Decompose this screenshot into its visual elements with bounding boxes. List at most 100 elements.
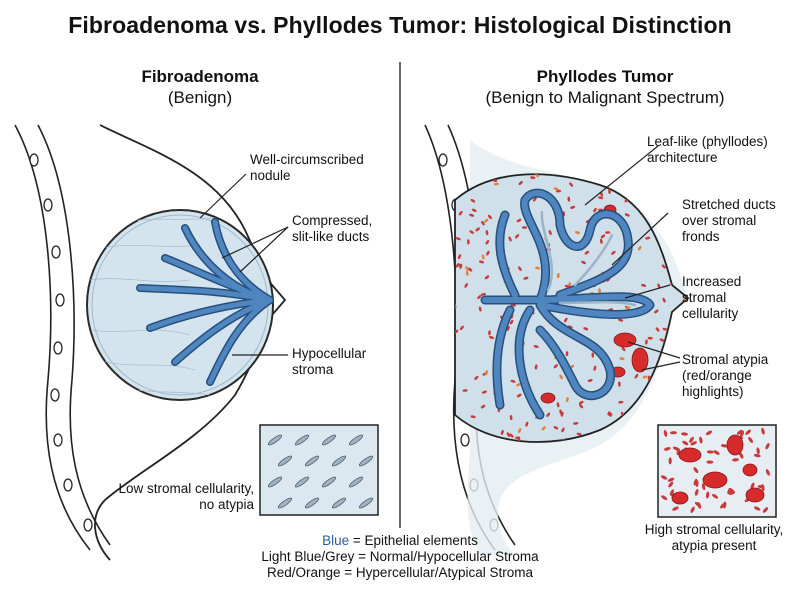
stromal-cell (481, 254, 485, 260)
phyllodes-inset (657, 424, 777, 518)
stromal-cell (455, 237, 461, 241)
stromal-cell (670, 431, 677, 435)
stromal-cell (662, 327, 668, 331)
stromal-cell (625, 306, 631, 310)
stromal-cell (697, 502, 702, 509)
atypical-cell-clusters (540, 204, 649, 404)
stromal-cell (713, 450, 720, 455)
stromal-cell (665, 223, 671, 227)
figure-title: Fibroadenoma vs. Phyllodes Tumor: Histol… (68, 12, 732, 38)
stromal-cell (480, 404, 486, 409)
compressed-ducts (136, 218, 274, 386)
stromal-cell (676, 168, 681, 174)
stromal-cell (706, 460, 714, 464)
stromal-cell (541, 426, 546, 431)
left-chest-wall (14, 124, 91, 551)
stromal-cell (466, 239, 470, 245)
label-stromal-atypia: Stromal atypia (red/orange highlights) (682, 352, 769, 399)
stromal-cell (570, 205, 576, 209)
stromal-cell (681, 248, 686, 252)
stromal-cell (672, 506, 679, 511)
label-increased-cellularity: Increased stromal cellularity (682, 274, 742, 321)
stromal-cell (654, 309, 659, 314)
stromal-cell (591, 352, 595, 358)
stromal-cell (565, 351, 569, 357)
atypical-nucleus (678, 447, 702, 463)
stromal-cell (518, 428, 522, 433)
stromal-cell (500, 429, 504, 435)
atypical-nucleus (745, 487, 765, 503)
stromal-cell (681, 340, 684, 346)
stromal-cell (661, 495, 668, 500)
stromal-cell (462, 389, 468, 392)
stromal-cell (682, 440, 689, 446)
stromal-cell (682, 169, 688, 173)
legend-atypical-stroma: Red/Orange = Hypercellular/Atypical Stro… (267, 565, 533, 580)
atypical-nucleus (726, 434, 744, 456)
stromal-cell (695, 480, 699, 487)
stromal-cell (657, 283, 661, 289)
stromal-cell (660, 475, 668, 480)
stromal-cell (659, 204, 665, 208)
stromal-cell (690, 441, 697, 446)
stromal-cell (663, 447, 671, 451)
stromal-cell (675, 253, 681, 257)
stromal-cell (574, 231, 581, 235)
stromal-cell (457, 254, 462, 260)
stromal-cell (668, 481, 674, 488)
stromal-cell (455, 329, 459, 334)
stromal-cell (761, 427, 765, 435)
stromal-cell (645, 236, 651, 240)
legend-normal-stroma: Light Blue/Grey = Normal/Hypocellular St… (261, 549, 539, 564)
stromal-cell (533, 197, 537, 202)
stromal-cell (556, 273, 560, 279)
stromal-cell (471, 208, 477, 212)
stromal-cell (569, 182, 574, 187)
label-leaf-like-architecture: Leaf-like (phyllodes) architecture (647, 134, 768, 165)
stromal-cell (321, 434, 337, 446)
stromal-cell (659, 338, 665, 342)
stromal-cell (705, 430, 713, 436)
stromal-cell (598, 288, 601, 294)
legend-epithelial: Blue = Epithelial elements (200, 533, 600, 549)
stromal-cell (484, 275, 490, 280)
stromal-cell (556, 402, 560, 408)
left-leader-lines (199, 173, 289, 356)
stromal-cell (593, 207, 597, 213)
stromal-cell (641, 283, 647, 287)
stromal-cell (762, 507, 769, 513)
stromal-cell (638, 245, 642, 251)
stromal-cell (675, 380, 681, 384)
stromal-cell (470, 198, 476, 203)
stromal-cell (518, 181, 523, 185)
fibroadenoma-inset (259, 424, 379, 516)
stromal-cell (699, 436, 703, 444)
stromal-cell (516, 393, 522, 398)
stromal-cell (609, 168, 615, 173)
stromal-cell (745, 429, 751, 435)
left-rib-holes (29, 153, 93, 532)
stromal-cell (493, 182, 499, 186)
stromal-cell (488, 330, 491, 336)
stromal-cell (712, 493, 719, 499)
stromal-cell (681, 191, 686, 195)
stromal-cell (565, 174, 571, 175)
stromal-cell (652, 177, 658, 181)
stromal-cell (706, 450, 714, 454)
stromal-cell (662, 297, 666, 303)
stromal-cell (668, 457, 672, 465)
stromal-cell (487, 214, 492, 220)
label-compressed-ducts: Compressed, slit-like ducts (292, 213, 373, 244)
stromal-cell (510, 303, 516, 307)
stromal-cell (304, 497, 320, 509)
fibroadenoma-subheading: (Benign) (167, 88, 233, 107)
stromal-cell (304, 455, 320, 467)
stromal-cell (663, 429, 668, 437)
stromal-cell (639, 174, 643, 180)
stromal-cell (624, 429, 630, 433)
stromal-cell (559, 374, 563, 380)
stromal-cell (655, 327, 660, 332)
stromal-cell (605, 231, 611, 234)
stromal-cell (679, 338, 683, 343)
